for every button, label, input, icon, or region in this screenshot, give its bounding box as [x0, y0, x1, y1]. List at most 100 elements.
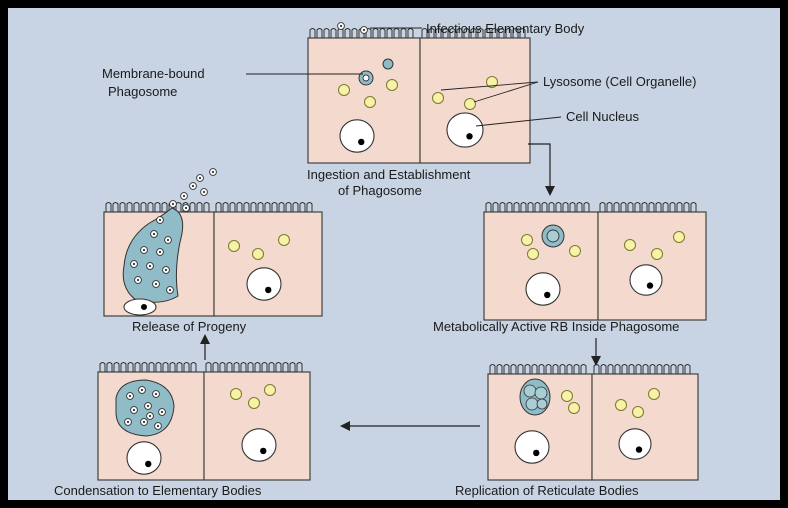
nucleus-stage5-left — [124, 299, 156, 315]
label-cell-nucleus: Cell Nucleus — [566, 109, 639, 124]
nucleus-stage2-right — [630, 265, 662, 295]
arrowhead-stage2-to-stage3 — [591, 356, 601, 366]
cell-stage5-right-microvilli — [216, 203, 314, 213]
lysosome — [339, 85, 350, 96]
elementary-body-stage4-3-core — [155, 393, 157, 395]
released-elementary-body-6-core — [203, 191, 205, 193]
lysosome — [625, 240, 636, 251]
lysosome — [265, 385, 276, 396]
nucleus-stage1-right-nucleolus — [466, 133, 472, 139]
label-stage-ingestion-2: of Phagosome — [338, 183, 422, 198]
released-elementary-body-4-core — [199, 177, 201, 179]
diagram-panel: Infectious Elementary Body Membrane-boun… — [8, 8, 780, 500]
cell-stage4-left-microvilli — [100, 363, 198, 373]
elementary-body-stage4-1-core — [129, 395, 131, 397]
label-stage-condensation: Condensation to Elementary Bodies — [54, 483, 262, 498]
label-stage-metabolically-active: Metabolically Active RB Inside Phagosome — [433, 319, 679, 334]
lysosome — [569, 403, 580, 414]
reticulate-body-3 — [526, 398, 538, 410]
elementary-body-stage4-6-core — [161, 411, 163, 413]
reticulate-body-1 — [524, 385, 536, 397]
elementary-body-stage4-10-core — [149, 415, 151, 417]
nucleus-stage5-left-nucleolus — [141, 304, 147, 310]
nucleus-stage4-right-nucleolus — [260, 448, 266, 454]
cell-stage3-right-microvilli — [594, 365, 692, 375]
lysosome — [652, 249, 663, 260]
reticulate-body-2 — [535, 387, 547, 399]
lysosome — [279, 235, 290, 246]
cell-stage4-right-microvilli — [206, 363, 304, 373]
nucleus-stage5-right-nucleolus — [265, 287, 271, 293]
arrowhead-stage1-to-stage2 — [545, 186, 555, 196]
elementary-body-stage5-6-core — [165, 269, 167, 271]
arrow-stage1-to-stage2 — [528, 144, 550, 188]
lysosome — [249, 398, 260, 409]
nucleus-stage4-left — [127, 442, 161, 474]
nucleus-stage4-right — [242, 429, 276, 461]
elementary-body-stage5-10-core — [167, 239, 169, 241]
nucleus-stage1-right — [447, 113, 483, 147]
label-phagosome: Phagosome — [108, 84, 177, 99]
arrowhead-stage4-to-stage5 — [200, 334, 210, 344]
lysosome — [633, 407, 644, 418]
label-lysosome: Lysosome (Cell Organelle) — [543, 74, 696, 89]
lysosome — [365, 97, 376, 108]
infectious-elementary-body-1-core — [340, 25, 342, 27]
released-elementary-body-7-core — [185, 207, 187, 209]
elementary-body-stage4-7-core — [127, 421, 129, 423]
nucleus-stage1-left-nucleolus — [358, 139, 364, 145]
reticulate-body-4 — [537, 399, 547, 409]
released-elementary-body-3-core — [192, 185, 194, 187]
lysosome — [229, 241, 240, 252]
nucleus-stage2-left-nucleolus — [544, 292, 550, 298]
lysosome — [528, 249, 539, 260]
lysosome — [253, 249, 264, 260]
elementary-body-stage5-7-core — [137, 279, 139, 281]
label-membrane-bound: Membrane-bound — [102, 66, 205, 81]
elementary-body-stage4-2-core — [141, 389, 143, 391]
lysosome — [562, 391, 573, 402]
elementary-body-stage5-9-core — [169, 289, 171, 291]
nucleus-stage3-right — [619, 429, 651, 459]
nucleus-stage2-left — [526, 273, 560, 305]
nucleus-stage5-right — [247, 268, 281, 300]
cell-stage3-left-microvilli — [490, 365, 588, 375]
elementary-body-inside-phagosome — [363, 75, 369, 81]
label-stage-ingestion-1: Ingestion and Establishment — [307, 167, 471, 182]
nucleus-stage2-right-nucleolus — [647, 282, 653, 288]
lysosome — [570, 246, 581, 257]
reticulate-body-stage2 — [547, 230, 559, 242]
lysosome — [231, 389, 242, 400]
lysosome — [433, 93, 444, 104]
nucleus-stage1-left — [340, 120, 374, 152]
elementary-body-stage5-3-core — [159, 251, 161, 253]
cell-stage3-right — [592, 374, 698, 480]
released-elementary-body-2-core — [183, 195, 185, 197]
elementary-body-stage4-8-core — [143, 421, 145, 423]
nucleus-stage3-right-nucleolus — [636, 446, 642, 452]
elementary-body-stage5-4-core — [133, 263, 135, 265]
elementary-body-stage4-5-core — [147, 405, 149, 407]
elementary-body-stage4-9-core — [157, 425, 159, 427]
label-stage-release: Release of Progeny — [132, 319, 247, 334]
lysosome — [616, 400, 627, 411]
elementary-body-stage5-2-core — [143, 249, 145, 251]
elementary-body-stage5-5-core — [149, 265, 151, 267]
entering-elementary-body — [383, 59, 393, 69]
cell-stage2-left-microvilli — [486, 203, 591, 213]
lysosome — [649, 389, 660, 400]
chlamydia-lifecycle-diagram: Infectious Elementary Body Membrane-boun… — [8, 8, 780, 500]
elementary-body-stage4-4-core — [133, 409, 135, 411]
lysosome — [674, 232, 685, 243]
cell-stage2-right-microvilli — [600, 203, 698, 213]
nucleus-stage4-left-nucleolus — [145, 461, 151, 467]
elementary-body-stage5-8-core — [155, 283, 157, 285]
nucleus-stage3-left — [515, 431, 549, 463]
cell-stage4-right — [204, 372, 310, 480]
lysosome — [522, 235, 533, 246]
cell-stage5-right — [214, 212, 322, 316]
infectious-elementary-body-2-core — [363, 29, 365, 31]
label-infectious-elementary-body: Infectious Elementary Body — [426, 21, 585, 36]
released-elementary-body-1-core — [172, 203, 174, 205]
